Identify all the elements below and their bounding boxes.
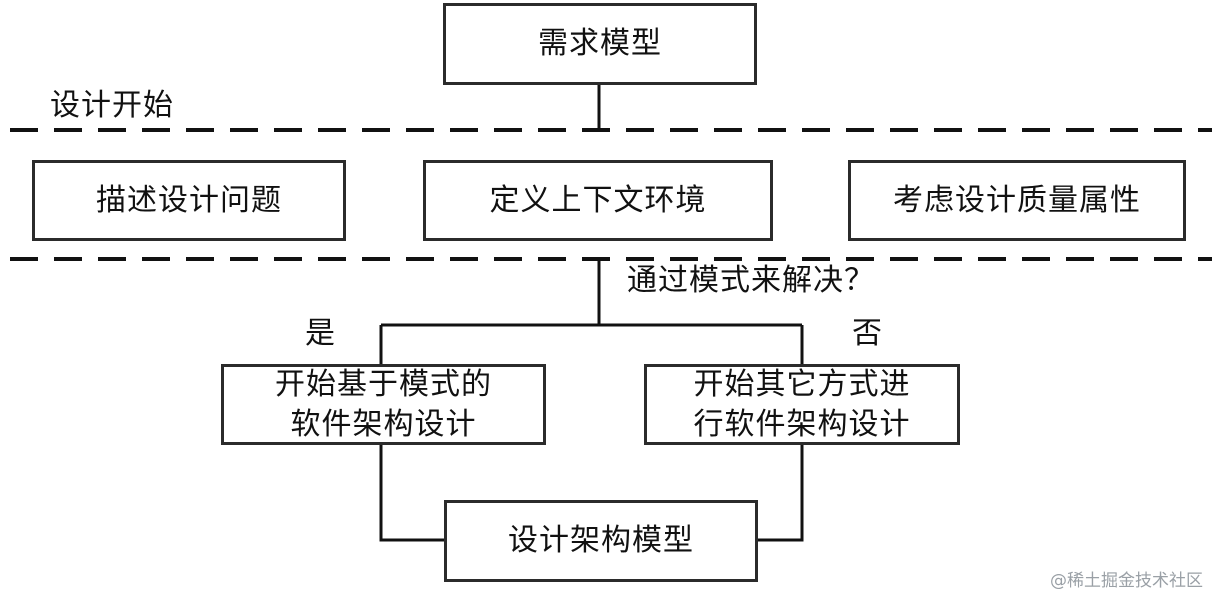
- pattern-based-design-text-line1: 开始基于模式的: [275, 366, 492, 402]
- define-context-text: 定义上下文环境: [489, 182, 707, 218]
- architecture-model-box: 设计架构模型: [444, 500, 758, 582]
- requirement-model-box: 需求模型: [443, 3, 757, 85]
- no-label: 否: [852, 316, 883, 351]
- other-way-design-box: 开始其它方式进 行软件架构设计: [644, 364, 960, 445]
- define-context-box: 定义上下文环境: [423, 160, 773, 241]
- describe-problem-text: 描述设计问题: [96, 182, 282, 218]
- other-way-design-text-line1: 开始其它方式进: [693, 366, 911, 402]
- yes-label: 是: [305, 316, 336, 351]
- pattern-based-design-box: 开始基于模式的 软件架构设计: [221, 364, 546, 445]
- watermark: @稀土掘金技术社区: [1050, 571, 1203, 591]
- pattern-based-design-text-line2: 软件架构设计: [290, 406, 477, 442]
- quality-attributes-box: 考虑设计质量属性: [848, 160, 1186, 241]
- decision-question-label: 通过模式来解决？: [627, 263, 875, 298]
- other-way-design-text-line2: 行软件架构设计: [693, 406, 911, 442]
- requirement-model-text: 需求模型: [538, 26, 662, 61]
- quality-attributes-text: 考虑设计质量属性: [893, 182, 1141, 218]
- architecture-model-text: 设计架构模型: [508, 523, 694, 558]
- connector-other-to-model: [758, 444, 804, 542]
- describe-problem-box: 描述设计问题: [32, 160, 346, 241]
- design-start-label: 设计开始: [50, 88, 174, 123]
- connector-pattern-to-model: [379, 444, 444, 542]
